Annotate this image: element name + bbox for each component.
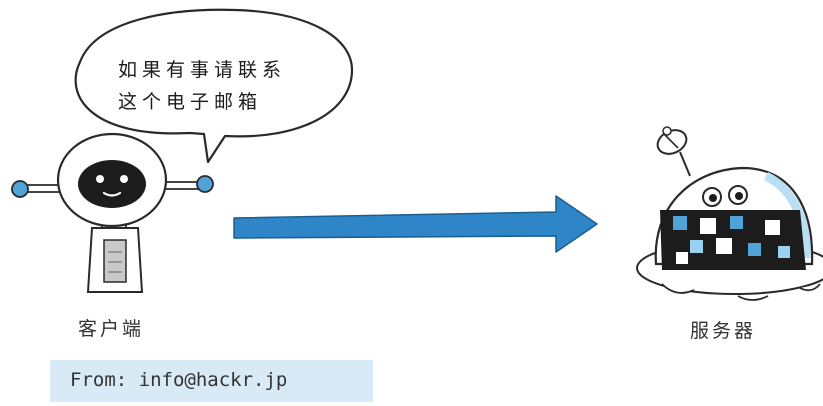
client-label: 客户端 xyxy=(78,318,145,340)
speech-bubble-line-1: 如果有事请联系 xyxy=(118,59,287,81)
speech-bubble-line-2: 这个电子邮箱 xyxy=(118,91,263,113)
from-header-text: From: info@hackr.jp xyxy=(70,369,288,391)
server-robot-icon xyxy=(636,126,823,301)
speech-bubble xyxy=(74,8,354,164)
request-arrow xyxy=(233,195,598,253)
server-label: 服务器 xyxy=(690,320,757,342)
client-robot-icon xyxy=(11,132,214,293)
from-header-box: From: info@hackr.jp xyxy=(50,360,373,402)
